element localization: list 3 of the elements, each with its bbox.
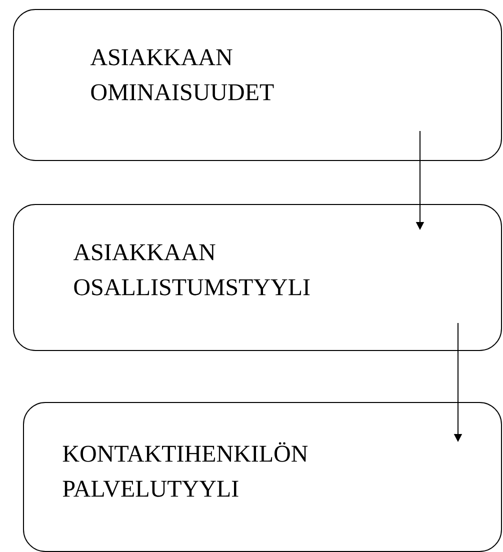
process-box: ASIAKKAAN OSALLISTUMSTYYLI [13, 204, 502, 351]
process-box: ASIAKKAAN OMINAISUUDET [13, 9, 502, 161]
process-box: KONTAKTIHENKILÖN PALVELUTYYLI [23, 402, 502, 552]
